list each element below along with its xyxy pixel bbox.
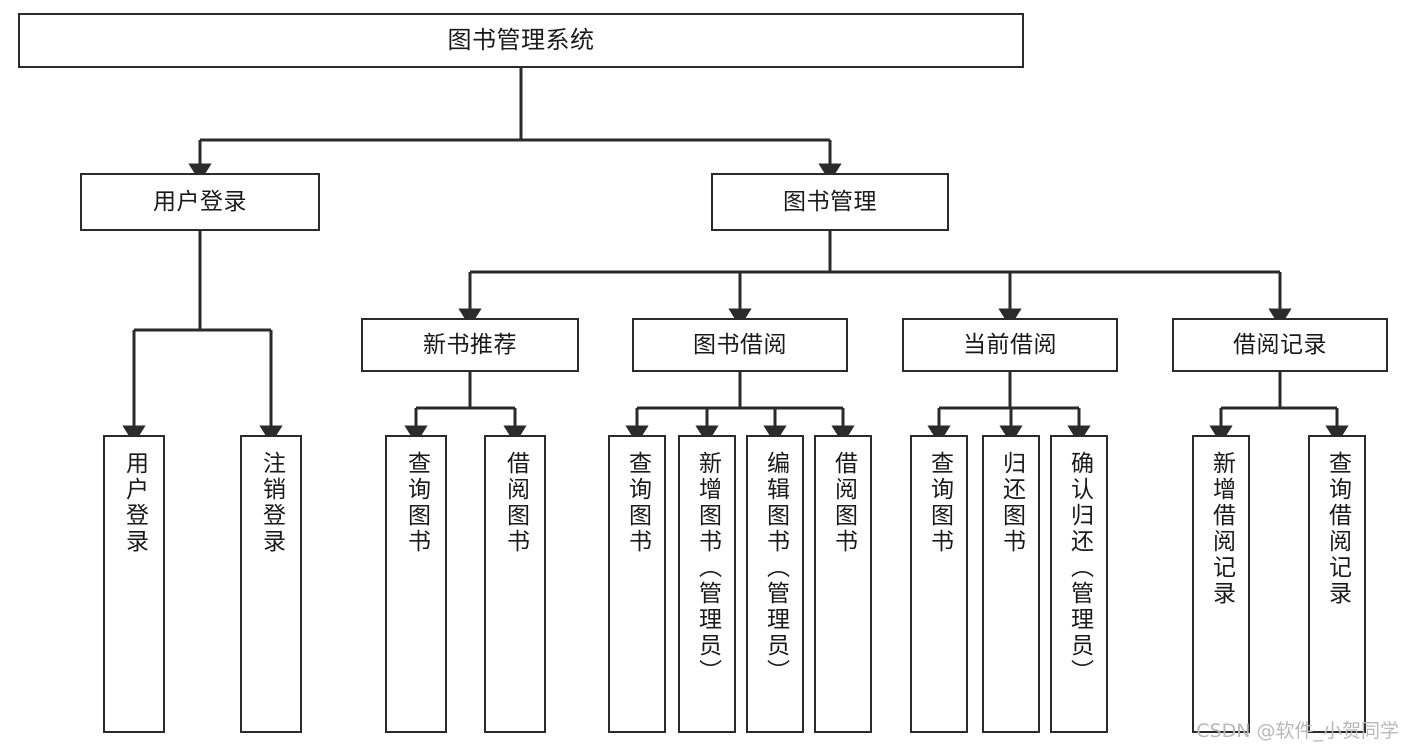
node-label-user-login: 用户登录 — [153, 188, 247, 215]
node-leaf-user-login: 用户登录 — [103, 435, 165, 733]
node-root: 图书管理系统 — [18, 13, 1024, 68]
node-leaf-query-record: 查询借阅记录 — [1308, 435, 1366, 733]
node-current-borrow: 当前借阅 — [902, 318, 1118, 372]
node-leaf-confirm-return: 确认归还（管理员） — [1050, 435, 1108, 733]
node-user-login: 用户登录 — [80, 173, 320, 231]
node-label-borrow-record: 借阅记录 — [1233, 331, 1327, 358]
node-book-borrow: 图书借阅 — [632, 318, 848, 372]
node-label-leaf-user-login: 用户登录 — [121, 451, 148, 555]
node-leaf-query-book-2: 查询图书 — [608, 435, 666, 733]
node-label-leaf-user-logout: 注销登录 — [258, 451, 285, 555]
node-label-leaf-query-book-3: 查询图书 — [926, 451, 953, 555]
node-leaf-return-book: 归还图书 — [982, 435, 1040, 733]
node-label-leaf-query-record: 查询借阅记录 — [1324, 451, 1351, 607]
csdn-watermark: CSDN @软件_小贺同学 — [1196, 720, 1399, 742]
node-label-book-borrow: 图书借阅 — [693, 331, 787, 358]
tree-edges — [122, 68, 1349, 444]
node-leaf-borrow-book-1: 借阅图书 — [484, 435, 546, 733]
node-label-new-book-rec: 新书推荐 — [423, 331, 517, 358]
node-label-book-manage: 图书管理 — [783, 188, 877, 215]
node-leaf-user-logout: 注销登录 — [240, 435, 302, 733]
node-label-leaf-borrow-book-1: 借阅图书 — [502, 451, 529, 555]
node-label-leaf-confirm-return: 确认归还（管理员） — [1066, 451, 1093, 685]
node-leaf-query-book-1: 查询图书 — [385, 435, 447, 733]
node-label-leaf-add-book: 新增图书（管理员） — [694, 451, 721, 685]
node-label-current-borrow: 当前借阅 — [963, 331, 1057, 358]
node-leaf-add-record: 新增借阅记录 — [1192, 435, 1250, 733]
node-leaf-query-book-3: 查询图书 — [910, 435, 968, 733]
node-label-leaf-query-book-1: 查询图书 — [403, 451, 430, 555]
node-leaf-borrow-book-2: 借阅图书 — [814, 435, 872, 733]
node-label-leaf-query-book-2: 查询图书 — [624, 451, 651, 555]
node-label-leaf-return-book: 归还图书 — [998, 451, 1025, 555]
node-borrow-record: 借阅记录 — [1172, 318, 1388, 372]
node-label-leaf-add-record: 新增借阅记录 — [1208, 451, 1235, 607]
node-leaf-add-book: 新增图书（管理员） — [678, 435, 736, 733]
node-leaf-edit-book: 编辑图书（管理员） — [746, 435, 804, 733]
node-new-book-rec: 新书推荐 — [361, 318, 579, 372]
node-label-leaf-edit-book: 编辑图书（管理员） — [762, 451, 789, 685]
node-label-root: 图书管理系统 — [447, 25, 595, 54]
node-label-leaf-borrow-book-2: 借阅图书 — [830, 451, 857, 555]
node-book-manage: 图书管理 — [711, 173, 949, 231]
